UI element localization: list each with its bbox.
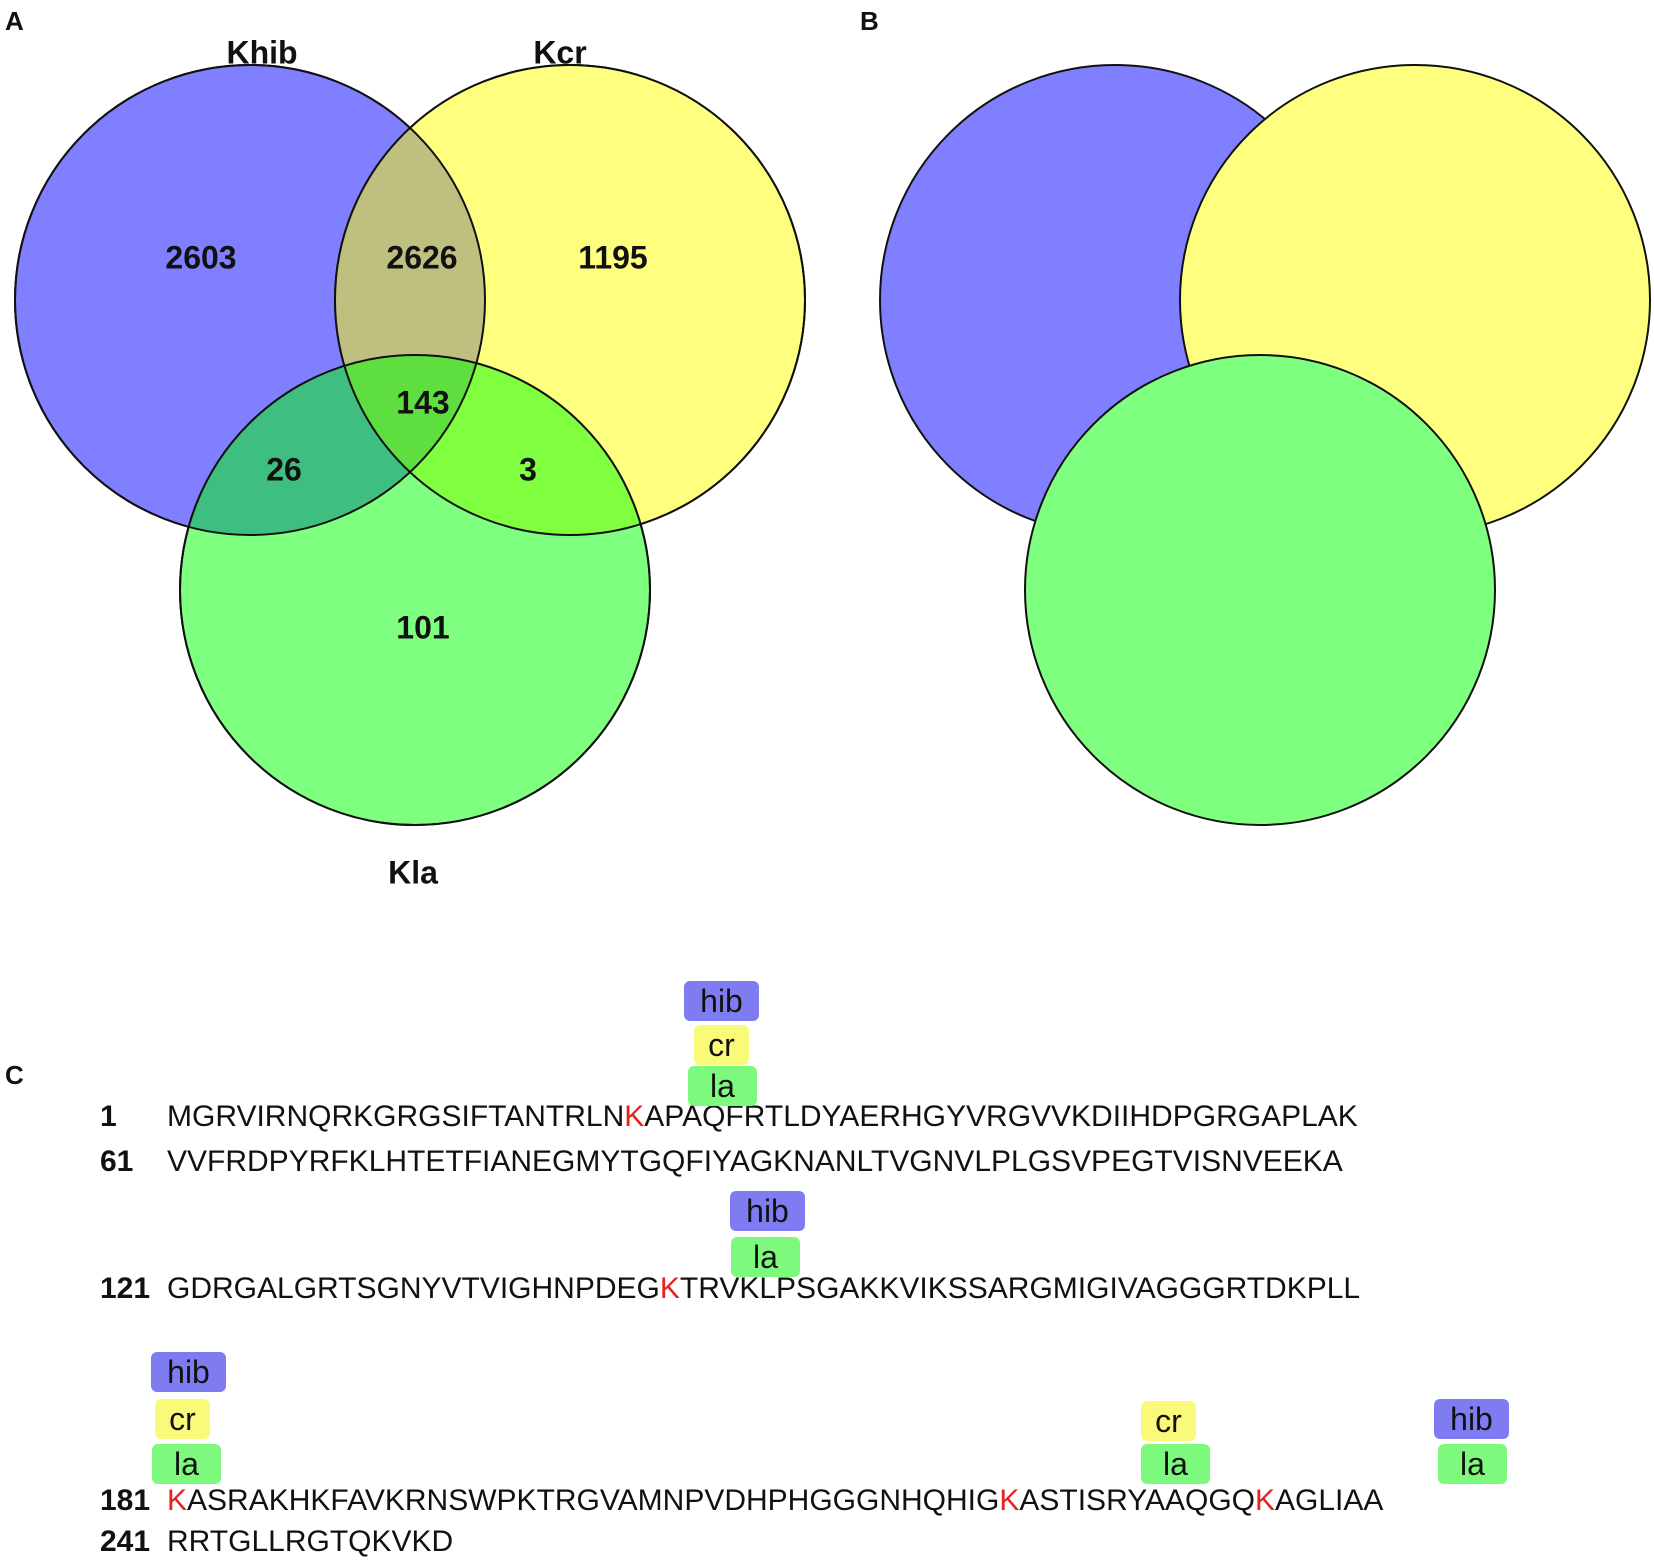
tag-cr: cr: [155, 1399, 210, 1439]
tag-la: la: [1438, 1444, 1507, 1484]
circle-outline: [14, 64, 486, 536]
count-khib-kcr: 2626: [386, 239, 457, 275]
panel-letter-c: C: [5, 1060, 24, 1090]
modified-lysine: K: [1255, 1484, 1276, 1517]
tag-hib: hib: [730, 1191, 805, 1231]
panel-letter-b: B: [860, 6, 879, 36]
seq-row-number: 1: [100, 1100, 117, 1133]
seq-row: GDRGALGRTSGNYVTVIGHNPDEGKTRVKLPSGAKKVIKS…: [167, 1272, 1360, 1306]
seq-segment: GDRGALGRTSGNYVTVIGHNPDEG: [167, 1272, 660, 1305]
tag-hib: hib: [151, 1352, 226, 1392]
seq-row-number: 241: [100, 1525, 151, 1558]
seq-row: KASRAKHKFAVKRNSWPKTRGVAMNPVDHPHGGGNHQHIG…: [167, 1484, 1383, 1518]
seq-segment: MGRVIRNQRKGRGSIFTANTRLN: [167, 1100, 625, 1133]
seq-segment: ASRAKHKFAVKRNSWPKTRGVAMNPVDHPHGGGNHQHIG: [187, 1484, 1000, 1517]
seq-segment: APAQFRTLDYAERHGYVRGVVKDIIHDPGRGAPLAK: [644, 1100, 1358, 1133]
set-label-kcr: Kcr: [533, 34, 586, 70]
set-label-kla: Kla: [388, 854, 438, 890]
seq-segment: VVFRDPYRFKLHTETFIANEGMYTGQFIYAGKNANLTVGN…: [167, 1145, 1343, 1178]
venn-panel-a: A KhibKcrKla10407327068324373KhibKcrKla2…: [5, 6, 1290, 890]
seq-segment: TRVKLPSGAKKVIKSSARGMIGIVAGGGRTDKPLL: [679, 1272, 1361, 1305]
count-kla-only: 101: [396, 609, 449, 645]
overlap-khib-kla: [180, 355, 485, 535]
set-label-khib: Khib: [226, 34, 297, 70]
tag-cr: cr: [694, 1025, 749, 1065]
tag-hib: hib: [1434, 1399, 1509, 1439]
seq-segment: AGLIAA: [1275, 1484, 1384, 1517]
seq-row: MGRVIRNQRKGRGSIFTANTRLNKAPAQFRTLDYAERHGY…: [167, 1100, 1358, 1134]
seq-row: RRTGLLRGTQKVKD: [167, 1525, 453, 1559]
circle-kla: [1024, 354, 1496, 826]
tag-hib: hib: [684, 981, 759, 1021]
seq-row-number: 61: [100, 1145, 134, 1178]
circle-outline: [334, 64, 806, 536]
venn-panel-b: B: [860, 6, 1651, 826]
count-kcr-only: 1195: [578, 239, 647, 275]
tag-la: la: [152, 1444, 221, 1484]
seq-row: VVFRDPYRFKLHTETFIANEGMYTGQFIYAGKNANLTVGN…: [167, 1145, 1343, 1179]
count-all: 143: [396, 384, 449, 420]
modified-lysine: K: [659, 1272, 680, 1305]
tag-cr: cr: [1141, 1401, 1196, 1441]
seq-segment: RRTGLLRGTQKVKD: [167, 1525, 454, 1558]
tag-la: la: [731, 1237, 800, 1277]
seq-row-number: 121: [100, 1272, 151, 1305]
panel-letter-a: A: [5, 6, 24, 36]
set-label-kla: Kla: [1240, 854, 1290, 890]
seq-segment: ASTISRYAAQGQ: [1019, 1484, 1255, 1517]
circle-outline: [179, 354, 651, 826]
modified-lysine: K: [167, 1484, 188, 1517]
overlap-kcr-kla: [335, 355, 650, 535]
modified-lysine: K: [999, 1484, 1020, 1517]
count-khib-only: 2603: [165, 239, 236, 275]
count-kcr-kla: 3: [519, 451, 537, 487]
modified-lysine: K: [624, 1100, 645, 1133]
tag-la: la: [1141, 1444, 1210, 1484]
seq-row-number: 181: [100, 1484, 151, 1517]
tag-la: la: [688, 1066, 757, 1106]
count-khib-kla: 26: [266, 451, 302, 487]
